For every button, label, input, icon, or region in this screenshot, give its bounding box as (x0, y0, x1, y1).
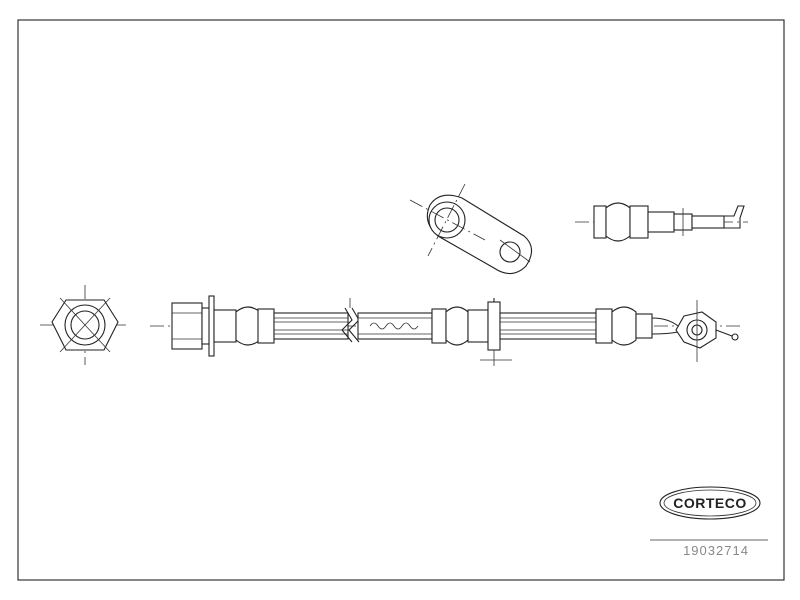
brand-logo-text: CORTECO (673, 495, 747, 511)
main-hose-assembly (150, 295, 740, 366)
mounting-bracket-view (409, 183, 533, 275)
middle-bracket (487, 301, 501, 351)
hose-segment-right (499, 312, 597, 340)
left-end-view (40, 285, 130, 365)
hose-segment-middle (357, 312, 433, 340)
hose-segment-left (273, 312, 349, 340)
corteco-logo (659, 486, 761, 520)
fitting-detail-view (575, 202, 748, 242)
outer-border (17, 19, 785, 581)
right-banjo-fitting (675, 311, 717, 349)
left-flange (208, 295, 215, 357)
part-number: 19032714 (683, 543, 749, 558)
left-hex-nut (171, 302, 203, 350)
